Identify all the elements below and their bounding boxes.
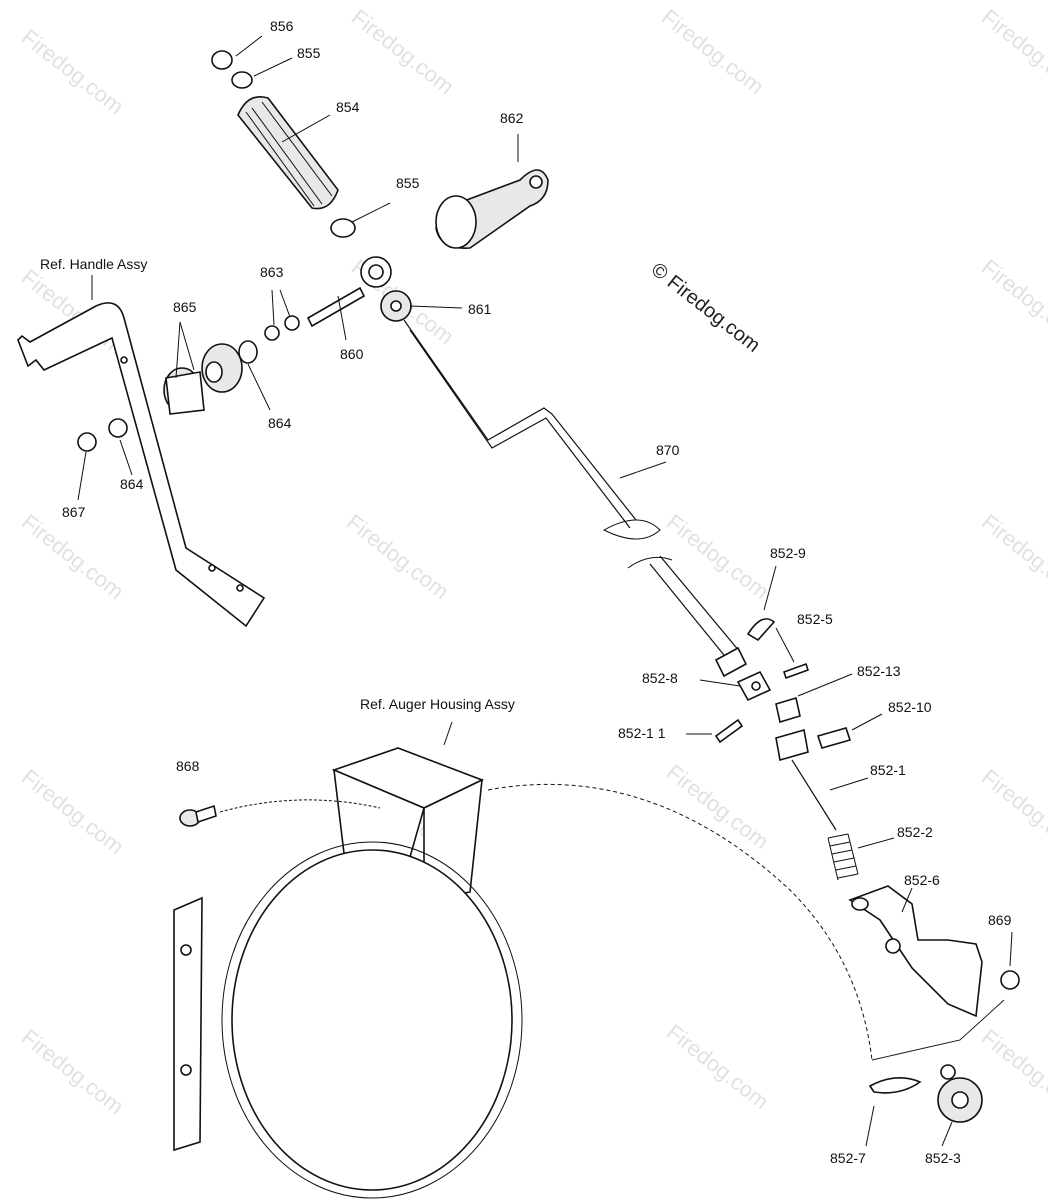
watermark: Firedog.com bbox=[977, 4, 1048, 99]
hair-pin-852-7 bbox=[868, 1077, 922, 1094]
washer-856 bbox=[211, 50, 233, 70]
spring-852-2 bbox=[827, 833, 859, 881]
washer-855-mid bbox=[330, 218, 356, 238]
part-label-852-11: 852-1 1 bbox=[618, 725, 666, 741]
watermark: Firedog.com bbox=[347, 4, 459, 99]
ref-handle-assy-label: Ref. Handle Assy bbox=[40, 256, 147, 272]
motion-path-arc bbox=[487, 783, 873, 1061]
rod-852-1 bbox=[791, 759, 837, 831]
pin-852-5 bbox=[782, 662, 810, 680]
part-label-852-9: 852-9 bbox=[770, 545, 806, 561]
part-label-868: 868 bbox=[176, 758, 200, 774]
watermark: Firedog.com bbox=[977, 1024, 1048, 1119]
copyright-text: © Firedog.com bbox=[647, 259, 764, 357]
part-label-855: 855 bbox=[396, 175, 420, 191]
part-label-852-2: 852-2 bbox=[897, 824, 933, 840]
screw-852-11 bbox=[714, 718, 744, 744]
bracket-852-6 bbox=[848, 885, 983, 1018]
part-label-854: 854 bbox=[336, 99, 360, 115]
part-label-864: 864 bbox=[120, 476, 144, 492]
watermark: Firedog.com bbox=[662, 759, 774, 854]
rod-870 bbox=[403, 319, 748, 678]
part-label-863: 863 bbox=[260, 264, 284, 280]
watermark: Firedog.com bbox=[657, 4, 769, 99]
part-label-852-5: 852-5 bbox=[797, 611, 833, 627]
part-label-862: 862 bbox=[500, 110, 524, 126]
watermark: Firedog.com bbox=[17, 1024, 129, 1119]
gear-852-3 bbox=[937, 1064, 983, 1123]
threaded-rod-860 bbox=[306, 286, 366, 328]
knob-862 bbox=[435, 169, 549, 249]
part-label-852-8: 852-8 bbox=[642, 670, 678, 686]
part-label-852-10: 852-10 bbox=[888, 699, 932, 715]
part-label-869: 869 bbox=[988, 912, 1012, 928]
part-label-856: 856 bbox=[270, 18, 294, 34]
watermark: Firedog.com bbox=[662, 509, 774, 604]
part-label-865: 865 bbox=[173, 299, 197, 315]
auger-housing bbox=[173, 747, 523, 1199]
part-label-852-6: 852-6 bbox=[904, 872, 940, 888]
part-label-852-13: 852-13 bbox=[857, 663, 901, 679]
part-label-867: 867 bbox=[62, 504, 86, 520]
watermark: Firedog.com bbox=[342, 509, 454, 604]
watermark: Firedog.com bbox=[17, 24, 129, 119]
bolt-868 bbox=[179, 804, 217, 827]
part-label-855: 855 bbox=[297, 45, 321, 61]
hair-pin-852-9 bbox=[746, 618, 776, 642]
clevis-852-8 bbox=[736, 670, 772, 702]
washer-864 bbox=[238, 340, 258, 364]
pin-852-10 bbox=[816, 727, 852, 749]
part-label-852-7: 852-7 bbox=[830, 1150, 866, 1166]
nut-863 bbox=[264, 325, 280, 341]
ref-auger-housing-assy-label: Ref. Auger Housing Assy bbox=[360, 696, 515, 712]
watermark: Firedog.com bbox=[662, 1019, 774, 1114]
part-label-870: 870 bbox=[656, 442, 680, 458]
part-label-852-1: 852-1 bbox=[870, 762, 906, 778]
watermark: Firedog.com bbox=[977, 509, 1048, 604]
part-label-860: 860 bbox=[340, 346, 364, 362]
part-label-861: 861 bbox=[468, 301, 492, 317]
watermark: Firedog.com bbox=[977, 254, 1048, 349]
nut-863 bbox=[284, 315, 300, 331]
part-label-864: 864 bbox=[268, 415, 292, 431]
swivel-852-10 bbox=[775, 728, 809, 762]
nut-869 bbox=[1000, 970, 1020, 990]
part-labels: 856 855 854 855 862 Ref. Handle Assy 863… bbox=[40, 18, 1012, 1166]
watermark: Firedog.com bbox=[17, 764, 129, 859]
watermark: Firedog.com bbox=[977, 764, 1048, 859]
washer-855-top bbox=[231, 71, 253, 89]
grip-854 bbox=[237, 96, 339, 210]
leader-lines bbox=[77, 35, 1013, 1147]
part-label-852-3: 852-3 bbox=[925, 1150, 961, 1166]
handle-assy bbox=[17, 302, 266, 628]
cam-865 bbox=[163, 343, 243, 415]
block-852-13 bbox=[775, 696, 801, 724]
washer-864-lower bbox=[108, 418, 128, 438]
nut-867 bbox=[77, 432, 97, 452]
watermark: Firedog.com bbox=[17, 509, 129, 604]
